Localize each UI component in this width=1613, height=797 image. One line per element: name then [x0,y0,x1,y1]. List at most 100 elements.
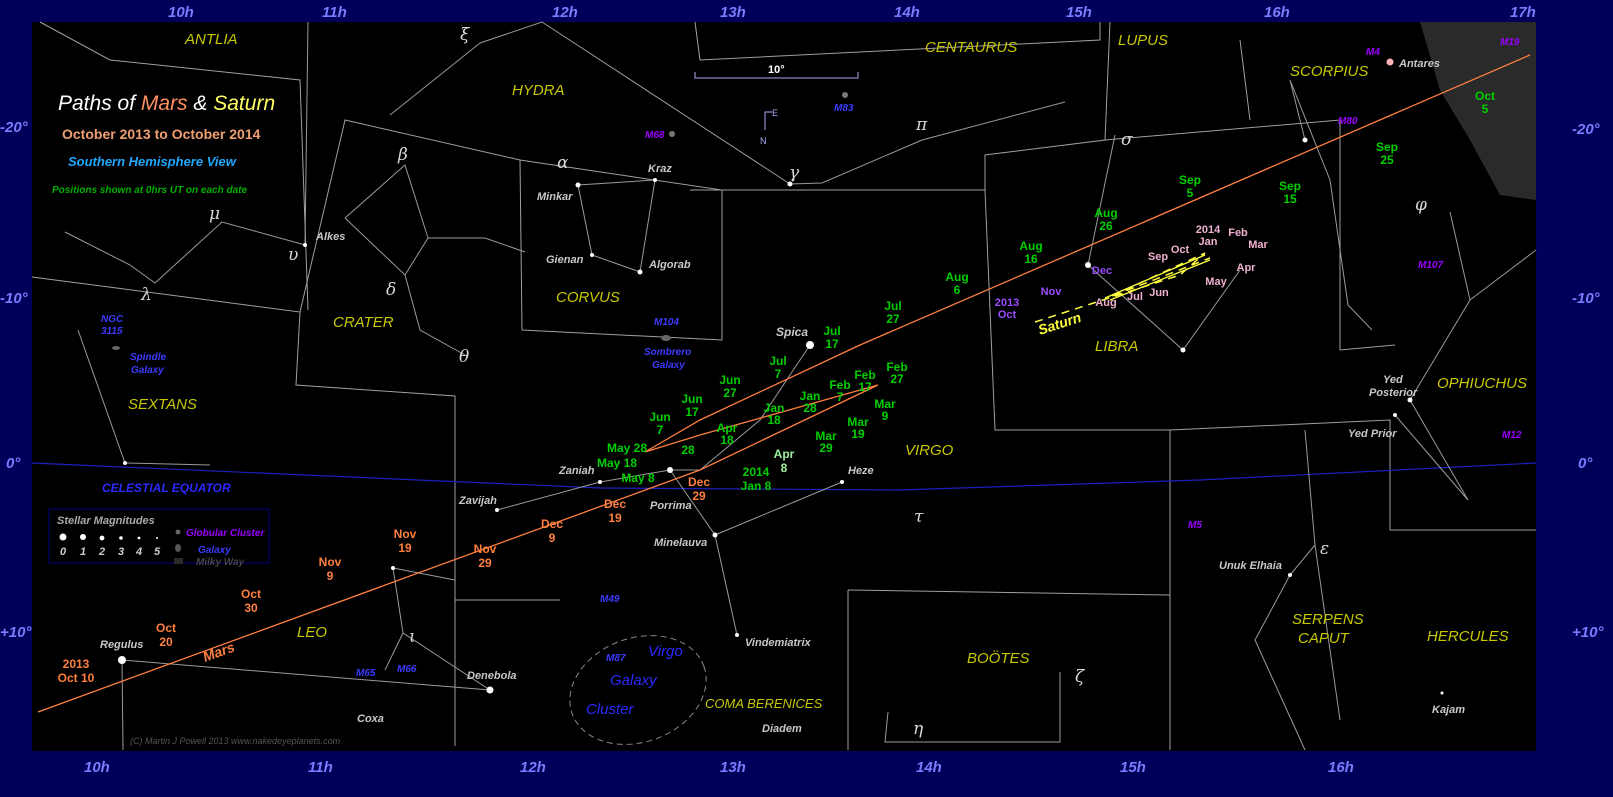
star-label: Diadem [762,723,802,735]
title-mars: Mars [141,92,188,115]
mars-date: Apr [774,447,795,461]
saturn-loop [1104,254,1211,301]
constellation-label: HERCULES [1427,628,1509,645]
mag-label: 3 [118,546,124,558]
mars-date: Mar [874,397,896,411]
dec-label: 0° [6,455,21,472]
mars-date: Feb [854,368,875,382]
star-label: Antares [1398,58,1440,70]
virgo-cluster-label: Cluster [586,701,635,718]
dec-label: -10° [0,290,29,307]
mars-date: Aug [1019,239,1042,253]
constellation-label: VIRGO [905,442,954,459]
star-label: Kraz [648,163,672,175]
compass-east: E [772,108,778,118]
dec-label: +10° [0,624,32,641]
mars-date: 16 [1024,252,1038,266]
saturn-date: Jun [1149,287,1169,299]
greek-label: ε [1320,539,1329,559]
star-label: Minelauva [654,537,707,549]
star-dot [1085,262,1091,268]
mars-date: 28 [803,401,817,415]
dec-label: +10° [1572,624,1604,641]
greek-label: η [913,719,924,739]
star-dot [787,181,793,187]
mars-date: Oct 10 [58,671,95,685]
top-ra-axis: 10h 11h 12h 13h 14h 15h 16h 17h [168,4,1536,21]
greek-label: β [397,145,408,165]
legend-globular: Globular Cluster [186,528,265,539]
hemisphere-view: Southern Hemisphere View [68,154,237,169]
mars-date: Jul [823,324,840,338]
star-label: Yed Prior [1348,428,1397,440]
ra-label: 14h [916,759,942,776]
saturn-date: Aug [1095,297,1116,309]
dso-label: M87 [606,653,626,664]
title-saturn: Saturn [213,92,275,115]
milky-way-region [1420,22,1536,200]
legend-galaxy: Galaxy [198,545,231,556]
mars-date: Dec [604,497,626,511]
mars-date: 26 [1099,219,1113,233]
greek-label: ξ [460,25,471,45]
saturn-date: Oct [998,309,1017,321]
star-label: Vindemiatrix [745,637,811,649]
star-dot [590,253,594,257]
mars-date: 2014 [743,465,770,479]
mars-date: 9 [327,569,334,583]
mars-date: Feb [829,378,850,392]
mars-date: 27 [723,386,737,400]
star-dot [598,480,602,484]
dso-label: M12 [1502,430,1522,441]
dso-label: Galaxy [652,360,685,371]
title-block: Paths of Mars & Saturn October 2013 to O… [52,92,275,196]
star-dot [840,480,844,484]
star-dot [391,566,395,570]
saturn-date: Feb [1228,227,1248,239]
mag-label: 0 [60,546,67,558]
mars-track [37,54,1531,713]
mars-date: 7 [657,423,664,437]
star-dot [123,461,127,465]
dso-label: NGC [101,314,124,325]
mag-label: 2 [98,546,105,558]
greek-label: λ [140,285,152,305]
mars-date: Aug [945,270,968,284]
star-dot [118,656,126,664]
star-label: Minkar [537,191,573,203]
greek-label: π [915,115,928,135]
dso-label: M19 [1500,37,1520,48]
mars-date: Nov [474,542,497,556]
constellation-label: HYDRA [512,82,565,99]
star-label: Unuk Elhaia [1219,560,1282,572]
mars-date: 30 [244,601,258,615]
mars-date: Jan [800,389,821,403]
mars-path [37,54,1531,713]
star-dot [1407,397,1413,403]
star-names: Spica Kraz Minkar Gienan Algorab Alkes Z… [100,58,1465,735]
mars-date: 17 [825,337,839,351]
ra-label: 13h [720,4,746,21]
constellation-label: COMA BERENICES [705,696,823,711]
saturn-date: Oct [1171,244,1190,256]
saturn-date: Jul [1127,291,1143,303]
ra-label: 13h [720,759,746,776]
galaxy-icon [112,346,120,350]
star-label: Regulus [100,639,143,651]
dec-axis-left: -20° -10° 0° +10° [0,119,32,641]
greek-label: α [557,153,569,173]
galaxy-icon [669,131,675,137]
mars-date: 18 [720,433,734,447]
star-label: Spica [776,325,808,339]
ra-label: 15h [1120,759,1146,776]
greek-letter-labels: ξ π σ γ α β δ μ υ λ θ ι τ ε ζ η φ [140,25,1427,739]
dso-label: M5 [1188,520,1202,531]
mars-date: 29 [692,489,706,503]
mars-date: 7 [775,367,782,381]
constellation-label: ANTLIA [184,31,238,48]
mars-date: Oct [1475,89,1495,103]
ra-label: 17h [1510,4,1536,21]
virgo-cluster-label: Virgo [648,643,683,660]
greek-label: δ [386,280,396,300]
star-label: Gienan [546,254,584,266]
